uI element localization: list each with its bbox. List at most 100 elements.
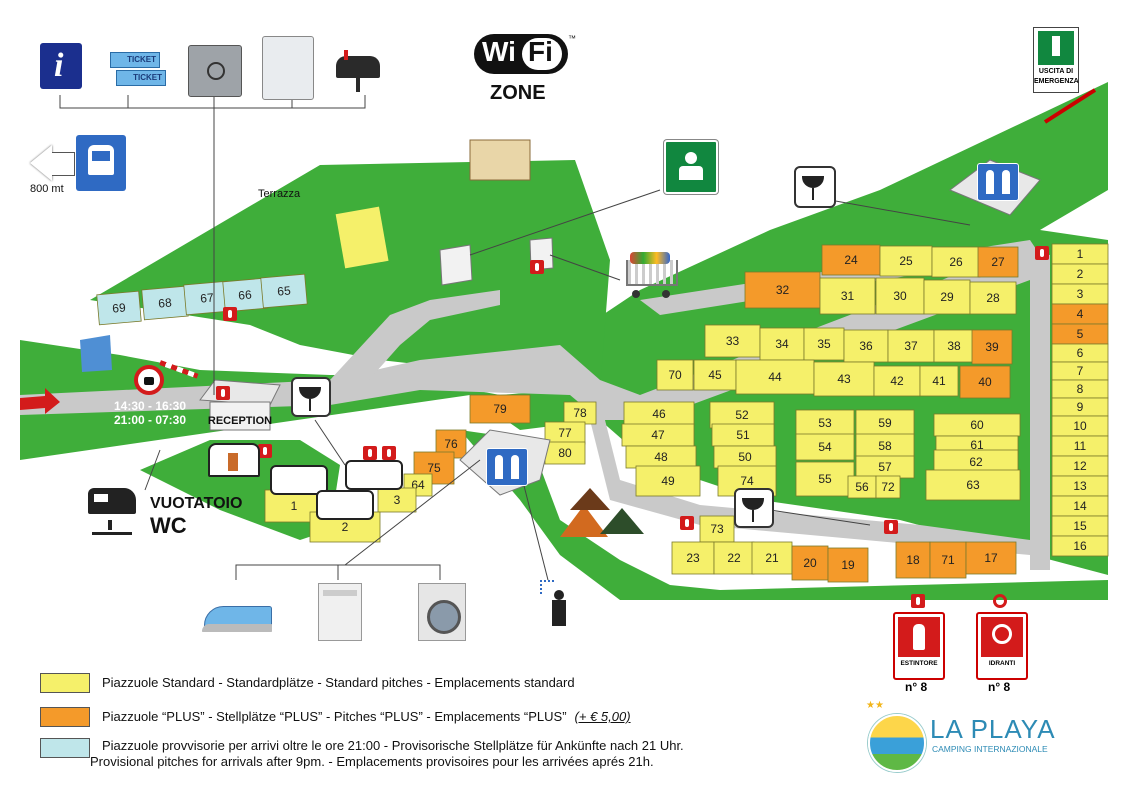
extinguisher-icon xyxy=(913,624,925,650)
assembly-point-icon xyxy=(664,140,718,194)
pitch-number-35: 35 xyxy=(817,337,831,351)
pitch-area-31 xyxy=(819,277,876,315)
pitch-27: 27 xyxy=(977,246,1019,278)
pitch-51: 51 xyxy=(711,423,775,447)
road-loop-south xyxy=(585,400,1030,555)
extinguisher-marker-7 xyxy=(1035,246,1049,260)
pitch-area-18 xyxy=(895,541,931,579)
pitch-32: 32 xyxy=(744,271,821,309)
pitch-number-39: 39 xyxy=(985,340,999,354)
pitch-number-43: 43 xyxy=(837,372,851,386)
pitch-69: 69 xyxy=(96,290,142,326)
pitch-area-28 xyxy=(969,281,1017,315)
pitch-56: 56 xyxy=(847,475,877,499)
wc-icon-center xyxy=(486,448,528,486)
pitch-49: 49 xyxy=(635,465,701,497)
pitch-43: 43 xyxy=(813,361,875,397)
pitch-number-52: 52 xyxy=(735,408,749,422)
pitch-area-3 xyxy=(377,487,417,513)
pitch-number-13: 13 xyxy=(1073,479,1087,493)
pitch-number-45: 45 xyxy=(708,368,722,382)
reception-label: RECEPTION xyxy=(208,415,272,427)
pitch-number-79: 79 xyxy=(493,402,507,416)
pitch-area-65 xyxy=(260,273,308,309)
pitch-47: 47 xyxy=(621,423,695,447)
wifi-zone-text: ZONE xyxy=(490,82,546,104)
emergency-exit-bar xyxy=(1043,88,1097,124)
pitch-area-69 xyxy=(96,290,142,326)
pitch-number-14: 14 xyxy=(1073,499,1087,513)
connector-lines xyxy=(59,95,971,581)
pitch-26: 26 xyxy=(931,246,981,278)
pitch-number-3: 3 xyxy=(394,493,401,507)
train-icon xyxy=(76,135,126,191)
pitch-67: 67 xyxy=(183,280,231,316)
pitch-number-22: 22 xyxy=(727,551,741,565)
pitch-number-50: 50 xyxy=(738,450,752,464)
pitch-number-11: 11 xyxy=(1074,439,1087,453)
playground xyxy=(469,139,531,181)
assembly-line xyxy=(469,189,661,256)
vuotatoio-line xyxy=(144,449,161,491)
pitch-number-37: 37 xyxy=(904,339,918,353)
pitch-2: 2 xyxy=(1051,263,1109,285)
pitch-number-62: 62 xyxy=(969,455,983,469)
pitch-4: 4 xyxy=(1051,303,1109,325)
pitch-area-44 xyxy=(735,359,815,395)
pitch-area-72 xyxy=(875,475,901,499)
water-tank xyxy=(80,335,112,372)
pitch-number-9: 9 xyxy=(1077,400,1084,414)
pitch-number-2: 2 xyxy=(342,520,349,534)
logo-subtitle: CAMPING INTERNAZIONALE xyxy=(932,744,1048,754)
pitch-16: 16 xyxy=(1051,535,1109,557)
pitch-55: 55 xyxy=(795,461,855,497)
pitch-33: 33 xyxy=(704,324,761,358)
pitch-number-57: 57 xyxy=(878,460,892,474)
logo-stars: ★★ xyxy=(866,700,884,711)
pitch-number-56: 56 xyxy=(855,480,869,494)
ticket-label-1: TICKET xyxy=(110,52,160,68)
pitch-area-36 xyxy=(843,329,889,363)
logo-name: LA PLAYA xyxy=(930,714,1056,744)
pitch-72: 72 xyxy=(875,475,901,499)
extinguisher-marker-4 xyxy=(363,446,377,460)
exit-label-1: USCITA DI xyxy=(1038,68,1074,75)
pitch-5: 5 xyxy=(1051,323,1109,345)
legend-standard-text: Piazzuole Standard - Standardplätze - St… xyxy=(102,675,575,690)
pitch-number-65: 65 xyxy=(277,283,292,298)
pitch-number-12: 12 xyxy=(1073,459,1087,473)
pitch-number-20: 20 xyxy=(803,556,817,570)
washing-machine-icon xyxy=(418,583,466,641)
pitch-area-41 xyxy=(919,365,959,397)
pitch-6: 6 xyxy=(1051,343,1109,363)
pitch-3: 3 xyxy=(377,487,417,513)
pitch-42: 42 xyxy=(873,365,921,397)
pitch-14: 14 xyxy=(1051,495,1109,517)
pitch-63: 63 xyxy=(925,469,1021,501)
pitch-54: 54 xyxy=(795,433,855,461)
pitch-46: 46 xyxy=(623,401,695,427)
extinguisher-marker-2 xyxy=(216,386,230,400)
legend-plus-price: (+ € 5,00) xyxy=(574,709,631,724)
pitch-number-10: 10 xyxy=(1073,419,1087,433)
pitch-12: 12 xyxy=(1051,455,1109,477)
pitch-25: 25 xyxy=(879,245,933,277)
pitch-area-58 xyxy=(855,433,915,459)
legend-plus-text: Piazzuole “PLUS” - Stellplätze “PLUS” - … xyxy=(102,709,567,724)
pitch-22: 22 xyxy=(713,541,755,575)
pitch-area-22 xyxy=(713,541,755,575)
pitch-73: 73 xyxy=(699,515,735,543)
pitch-area-29 xyxy=(923,279,971,315)
pitch-30: 30 xyxy=(875,277,925,315)
pitch-38: 38 xyxy=(933,329,975,363)
legend-provisional-text-2: Provisional pitches for arrivals after 9… xyxy=(90,754,654,769)
pitch-number-58: 58 xyxy=(878,439,892,453)
mailbox-icon xyxy=(334,50,382,92)
pitch-number-72: 72 xyxy=(881,480,895,494)
pitch-number-34: 34 xyxy=(775,337,789,351)
pitch-number-30: 30 xyxy=(893,289,907,303)
pitch-21: 21 xyxy=(751,541,793,575)
pitch-number-33: 33 xyxy=(726,334,740,348)
pitch-number-25: 25 xyxy=(899,254,913,268)
